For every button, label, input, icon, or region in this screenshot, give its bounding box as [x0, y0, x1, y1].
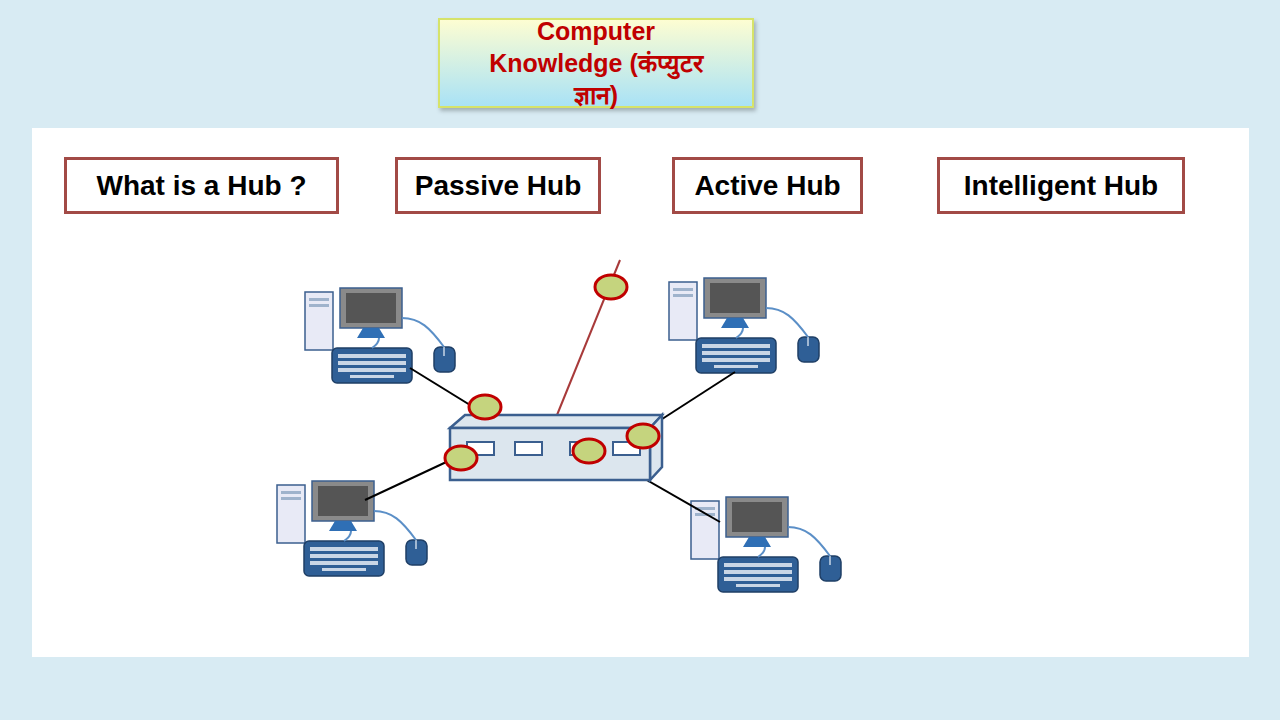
- title-box: Computer Knowledge (कंप्युटर ज्ञान): [438, 18, 754, 108]
- signal-marker: [445, 275, 659, 470]
- hub-port: [467, 442, 640, 455]
- computer: [277, 481, 427, 576]
- topic-box: Intelligent Hub: [937, 157, 1185, 214]
- topic-label: Passive Hub: [415, 170, 582, 202]
- title-text: Computer Knowledge (कंप्युटर ज्ञान): [480, 15, 712, 111]
- topic-box: Active Hub: [672, 157, 863, 214]
- topic-box: What is a Hub ?: [64, 157, 339, 214]
- network-cable: [365, 368, 735, 522]
- computer: [669, 278, 819, 373]
- computer: [691, 497, 841, 592]
- topic-label: What is a Hub ?: [97, 170, 307, 202]
- hub-device: [450, 415, 662, 480]
- topic-label: Intelligent Hub: [964, 170, 1158, 202]
- topic-box: Passive Hub: [395, 157, 601, 214]
- topic-label: Active Hub: [694, 170, 840, 202]
- computer: [305, 288, 455, 383]
